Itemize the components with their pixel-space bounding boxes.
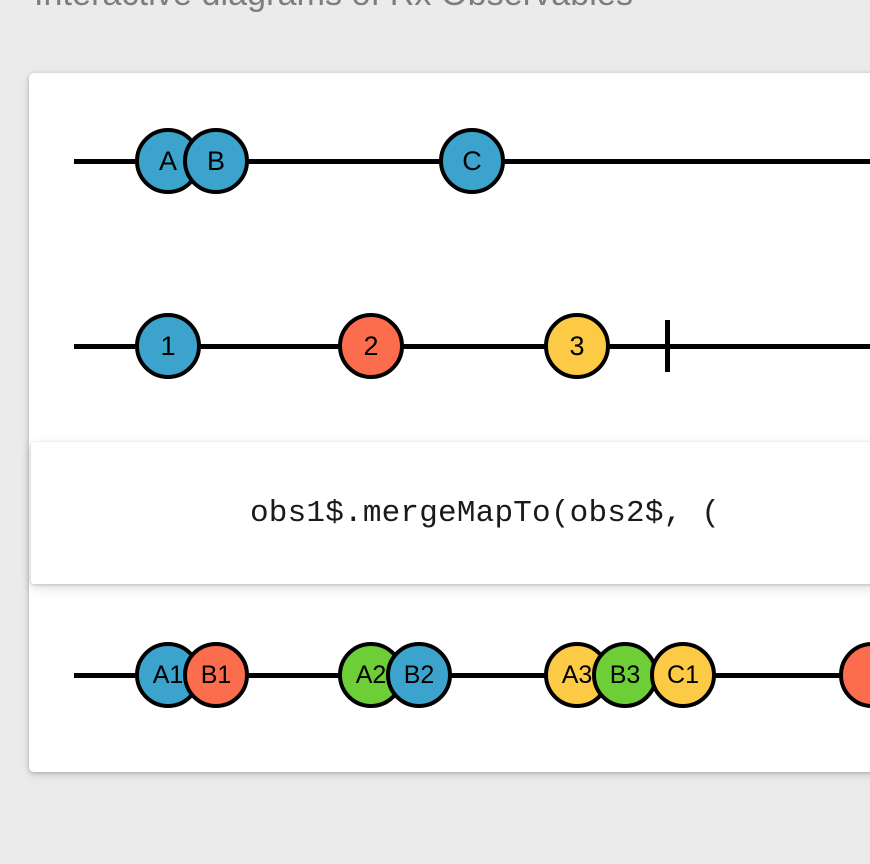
marble-B[interactable]: B xyxy=(183,128,249,194)
marble-label: A xyxy=(158,145,177,176)
marble-C[interactable]: C xyxy=(439,128,505,194)
marble-label: 2 xyxy=(363,330,379,361)
marble-label: B3 xyxy=(609,660,641,689)
operator-code-box[interactable]: obs1$.mergeMapTo(obs2$, ( xyxy=(31,442,870,584)
marble-2[interactable]: 2 xyxy=(338,313,404,379)
completion-bar[interactable] xyxy=(665,320,670,372)
marble-3[interactable]: 3 xyxy=(544,313,610,379)
marble-1[interactable]: 1 xyxy=(135,313,201,379)
marble-label: B2 xyxy=(403,660,435,689)
operator-code-text: obs1$.mergeMapTo(obs2$, ( xyxy=(250,495,721,531)
marble-B3[interactable]: B3 xyxy=(592,642,658,708)
marble-label: B xyxy=(206,145,225,176)
marble-B1[interactable]: B1 xyxy=(183,642,249,708)
marble-label: C xyxy=(462,145,482,176)
marble-label: C1 xyxy=(667,660,699,689)
marble-label: A1 xyxy=(152,660,184,689)
timeline-line xyxy=(74,344,870,349)
marble-label: B1 xyxy=(200,660,232,689)
page-title: Interactive diagrams of Rx Observables xyxy=(34,0,633,13)
marble-label: A2 xyxy=(355,660,387,689)
timeline-line xyxy=(74,673,870,678)
marble-B2[interactable]: B2 xyxy=(386,642,452,708)
marble-C1[interactable]: C1 xyxy=(650,642,716,708)
marble-label: A3 xyxy=(561,660,593,689)
marble-label: 1 xyxy=(160,330,176,361)
marble-label: 3 xyxy=(569,330,585,361)
